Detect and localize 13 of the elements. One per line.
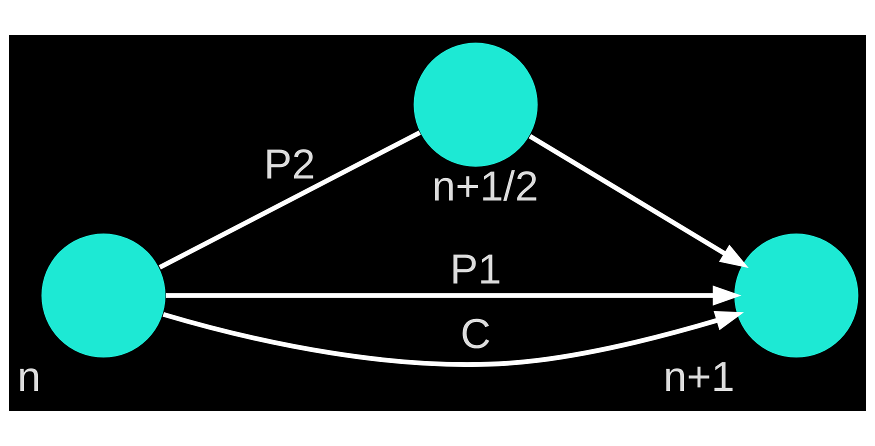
node-label: n+1/2 — [432, 162, 538, 210]
edge-label: P2 — [264, 140, 316, 188]
arrow — [162, 310, 744, 367]
node-label: n — [17, 353, 41, 400]
node-circle — [414, 42, 538, 167]
arrow — [528, 134, 749, 268]
arrow — [166, 285, 742, 306]
node-circle — [734, 234, 858, 358]
edge-label: P1 — [450, 245, 502, 292]
node-circle — [41, 234, 166, 358]
connector — [158, 130, 421, 270]
node-label: n+1 — [663, 353, 735, 400]
edge-label: C — [460, 310, 491, 358]
